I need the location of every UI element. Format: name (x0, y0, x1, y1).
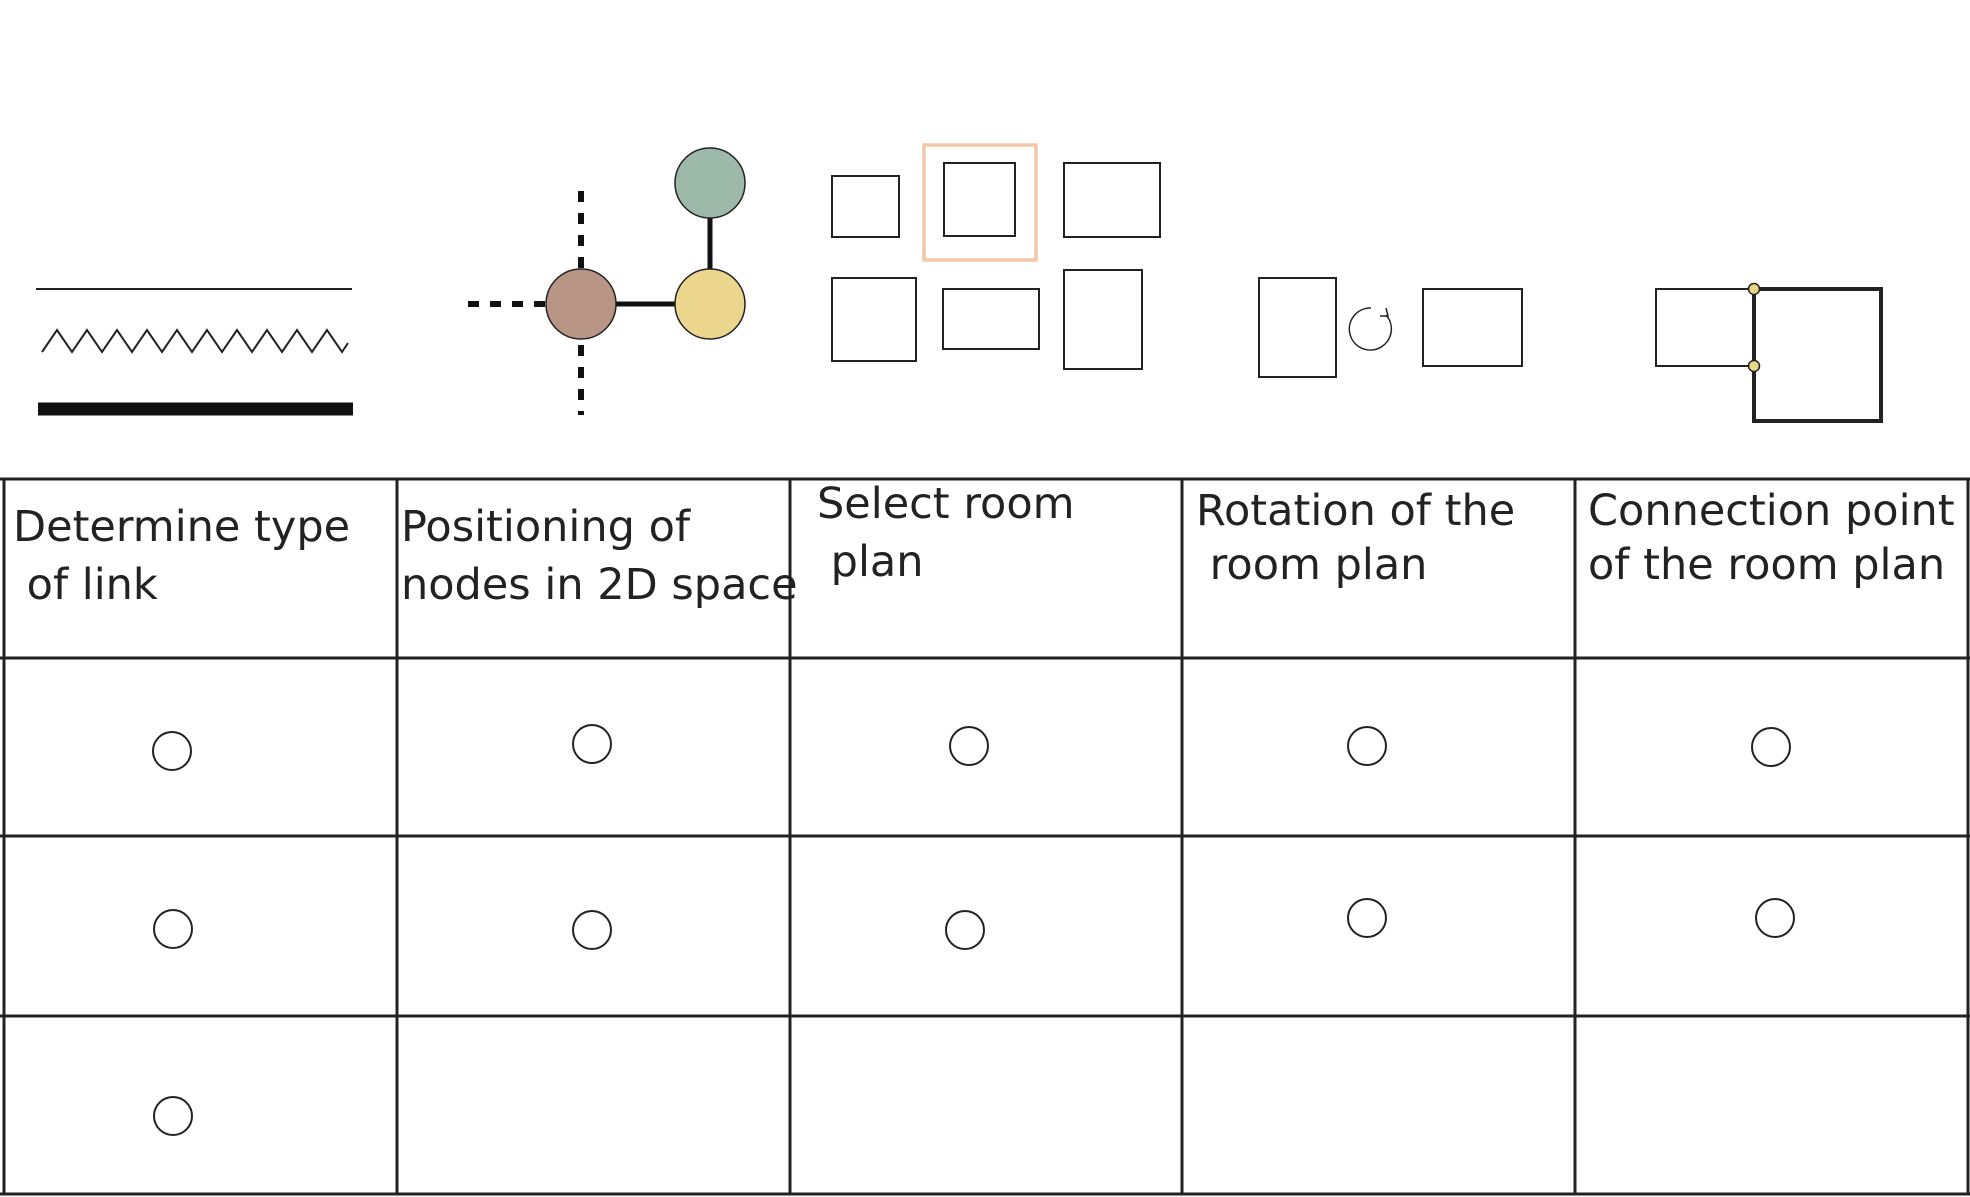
header-line: plan (817, 537, 924, 587)
header-line: Rotation of the (1196, 486, 1516, 536)
room-plan-option (831, 277, 917, 362)
header-line: of link (13, 560, 158, 610)
option-radio-link-type-2[interactable] (153, 909, 193, 949)
header-line: Positioning of (401, 502, 691, 552)
option-radio-node-positioning-1[interactable] (572, 724, 612, 764)
option-radio-link-type-3[interactable] (153, 1096, 193, 1136)
room-plan-option (942, 288, 1040, 350)
room-plan-option (1063, 269, 1143, 370)
header-line: room plan (1196, 540, 1428, 590)
steps-table-grid (0, 477, 1970, 1196)
option-radio-connection-point-2[interactable] (1755, 898, 1795, 938)
rotation-illustration (1258, 277, 1523, 378)
rotate-arrowhead (1380, 307, 1389, 317)
option-radio-select-room-plan-1[interactable] (949, 726, 989, 766)
option-radio-connection-point-1[interactable] (1751, 727, 1791, 767)
header-node-positioning: Positioning of nodes in 2D space (401, 498, 798, 614)
link-types-illustration (36, 288, 353, 416)
option-radio-node-positioning-2[interactable] (572, 910, 612, 950)
option-radio-select-room-plan-2[interactable] (945, 910, 985, 950)
rotate-icon (1348, 307, 1393, 351)
header-line: nodes in 2D space (401, 560, 798, 610)
room-plan-selection-illustration (831, 143, 1161, 370)
option-radio-link-type-1[interactable] (152, 731, 192, 771)
green-node (674, 147, 746, 219)
node-graph-illustration (468, 147, 746, 415)
option-radio-rotation-2[interactable] (1347, 898, 1387, 938)
header-connection-point: Connection point of the room plan (1588, 484, 1955, 592)
connection-point-illustration (1655, 282, 1883, 423)
large-room-plan (1752, 287, 1883, 423)
header-link-type: Determine type of link (13, 498, 350, 614)
room-plan-after-rotation (1422, 288, 1523, 367)
header-line: Determine type (13, 502, 351, 552)
room-plan-before-rotation (1258, 277, 1337, 378)
header-line: Connection point (1588, 486, 1955, 536)
room-plan-option (943, 162, 1016, 237)
zigzag-link-line (41, 328, 349, 354)
yellow-node (674, 268, 746, 340)
brown-node (545, 268, 617, 340)
selected-room-highlight (922, 143, 1038, 262)
room-plan-option (1063, 162, 1161, 238)
option-radio-rotation-1[interactable] (1347, 726, 1387, 766)
header-select-room-plan: Select room plan (817, 475, 1075, 591)
option-markers (152, 724, 1795, 1136)
header-rotation: Rotation of the room plan (1196, 484, 1515, 592)
connection-point-top (1747, 282, 1761, 296)
small-room-plan (1655, 288, 1755, 367)
header-line: Select room (817, 479, 1075, 529)
connection-point-bottom (1747, 359, 1761, 373)
room-plan-option (831, 175, 900, 238)
header-line: of the room plan (1588, 540, 1946, 590)
